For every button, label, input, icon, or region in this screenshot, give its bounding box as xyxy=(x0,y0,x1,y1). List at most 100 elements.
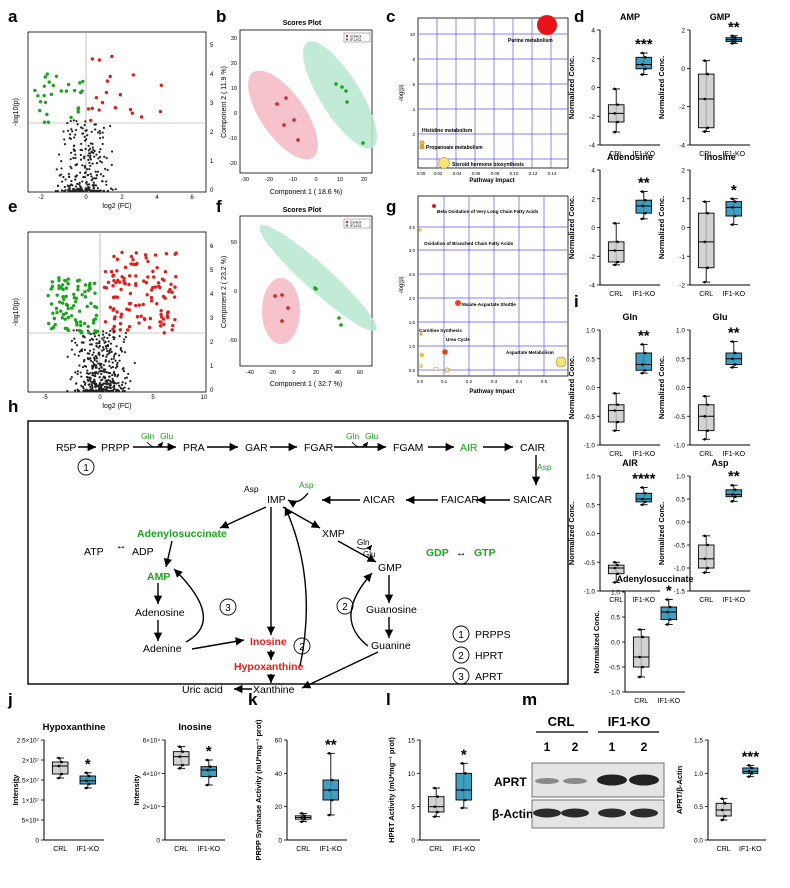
box-if1-ko xyxy=(635,352,653,371)
volcano-point xyxy=(33,88,37,93)
data-point xyxy=(85,779,88,783)
volcano-point xyxy=(131,258,135,262)
pathway-plot-g: Beta Oxidation of Very Long Chain Fatty … xyxy=(399,195,569,395)
data-point xyxy=(613,87,616,91)
scores-plot-b: Scores Plot Control IF1-KO Component 1 (… xyxy=(221,20,377,196)
volcano-point xyxy=(89,172,92,176)
volcano-point xyxy=(110,54,114,59)
volcano-point xyxy=(120,383,124,386)
volcano-point xyxy=(79,329,84,334)
data-point xyxy=(60,760,63,764)
volcano-point xyxy=(61,287,65,292)
enzyme-legend: 1 PRPPS 2 HPRT 3 APRT xyxy=(452,625,511,685)
panel-letter-i: i xyxy=(574,292,579,311)
volcano-point xyxy=(123,338,126,341)
data-point xyxy=(613,560,616,564)
data-point xyxy=(178,745,181,748)
scores-f-ytick: 0 xyxy=(234,289,237,295)
volcano-point xyxy=(91,321,96,325)
y-tick-label: 15 xyxy=(408,738,416,745)
pathway-c-ytick: 10 xyxy=(410,32,416,37)
volcano-point xyxy=(70,375,73,379)
group-label: CRL xyxy=(699,151,713,158)
volcano-point xyxy=(101,389,104,393)
volcano-point xyxy=(72,156,75,160)
volcano-point xyxy=(83,164,86,168)
volcano-point xyxy=(62,130,65,133)
volcano-point xyxy=(137,321,141,325)
volcano-point xyxy=(108,333,111,336)
volcano-point xyxy=(100,100,105,105)
volcano-point xyxy=(110,350,113,354)
data-point xyxy=(747,770,751,773)
volcano-point xyxy=(118,335,121,338)
volcano-point xyxy=(104,382,107,385)
atp-adp-arrow: ↔ xyxy=(116,540,127,552)
y-tick-label: 2 xyxy=(681,28,685,35)
data-point xyxy=(703,437,706,441)
volcano-point xyxy=(105,355,108,358)
panel-letter-j: j xyxy=(7,690,13,709)
volcano-point xyxy=(91,338,95,341)
pathway-g-label: Oxidation of Branched Chain Fatty Acids xyxy=(424,241,514,246)
boxplot-title: GMP xyxy=(710,12,731,22)
volcano-point xyxy=(91,353,94,356)
volcano-point xyxy=(85,304,89,309)
volcano-point xyxy=(91,374,94,377)
volcano-point xyxy=(102,285,107,289)
volcano-point xyxy=(164,252,169,256)
volcano-point xyxy=(49,302,54,306)
volcano-point xyxy=(84,120,87,123)
data-point xyxy=(206,758,209,762)
y-tick-label: 2×10⁴ xyxy=(143,804,161,811)
scores-f-legend-ko: IF1-KO xyxy=(350,224,362,228)
volcano-point xyxy=(107,340,110,343)
boxplot-title: Glu xyxy=(713,312,728,322)
data-point xyxy=(706,403,709,407)
boxplot-title: AIR xyxy=(622,458,638,468)
volcano-point xyxy=(146,259,150,264)
box-crl xyxy=(697,544,715,569)
data-point xyxy=(88,774,91,778)
volcano-point xyxy=(68,137,71,140)
volcano-point xyxy=(86,107,91,111)
volcano-point xyxy=(92,281,97,286)
volcano-point xyxy=(111,308,115,312)
volcano-point xyxy=(63,189,66,193)
volcano-point xyxy=(81,79,85,84)
volcano-point xyxy=(83,358,86,362)
volcano-point xyxy=(71,184,74,187)
volcano-point xyxy=(142,279,146,283)
volcano-point xyxy=(98,389,101,393)
volcano-point xyxy=(157,284,161,289)
data-point xyxy=(641,51,644,55)
volcano-point xyxy=(97,353,100,356)
node-guanine: Guanine xyxy=(371,640,411,652)
volcano-point xyxy=(102,346,105,349)
volcano-point xyxy=(51,311,55,315)
volcano-point xyxy=(57,300,62,304)
data-point xyxy=(181,750,184,753)
volcano-point xyxy=(83,171,87,175)
significance-marker: ** xyxy=(638,175,650,192)
volcano-point xyxy=(104,345,108,348)
volcano-point xyxy=(79,323,83,328)
band-actin-1 xyxy=(533,808,561,818)
volcano-point xyxy=(100,372,103,375)
scores-b-ytick: 10 xyxy=(231,86,237,92)
volcano-point xyxy=(57,276,61,280)
volcano-point xyxy=(66,355,69,358)
y-tick-label: 0.0 xyxy=(611,640,620,647)
volcano-point xyxy=(87,149,90,152)
volcano-point xyxy=(68,133,72,136)
volcano-point xyxy=(68,184,71,187)
volcano-point xyxy=(64,286,69,290)
volcano-point xyxy=(110,163,113,166)
y-tick-label: 0.0 xyxy=(586,385,595,392)
volcano-point xyxy=(104,90,109,95)
volcano-point xyxy=(100,161,103,164)
volcano-point xyxy=(100,379,103,382)
volcano-a-xtick: 0 xyxy=(84,195,88,201)
volcano-point xyxy=(78,350,81,353)
